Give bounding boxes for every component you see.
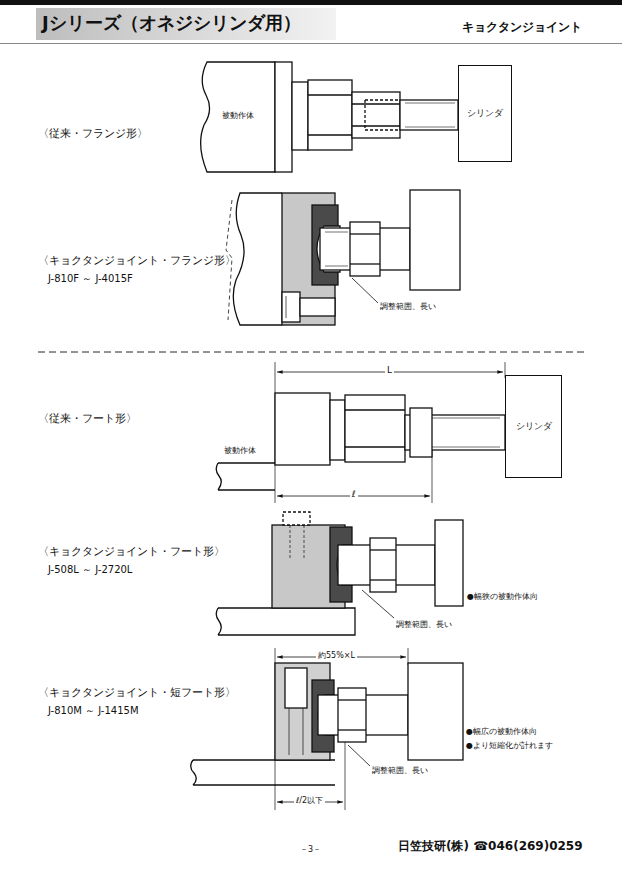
header-rule xyxy=(0,43,622,44)
flange-joint-drawing xyxy=(226,190,460,325)
cylinder-box: シリンダ xyxy=(505,375,562,478)
section-label: 〈キョクタンジョイント・短フート形〉 xyxy=(38,687,236,700)
note-label: ●より短縮化が計れます xyxy=(466,741,553,750)
model-range: J-810M ～ J-1415M xyxy=(48,705,139,717)
separator xyxy=(38,352,585,353)
foot-joint-drawing xyxy=(216,512,463,635)
note-label: ●幅狭の被動作体向 xyxy=(467,592,538,601)
flange-conventional-drawing xyxy=(201,62,458,172)
model-range: J-810F ～ J-4015F xyxy=(48,273,133,285)
dimension-label: ℓ/2以下 xyxy=(294,796,325,805)
section-label: 〈従来・フランジ形〉 xyxy=(38,128,148,141)
model-range: J-508L ～ J-2720L xyxy=(48,564,132,576)
note-label: ●幅広の被動作体向 xyxy=(466,727,537,736)
part-label: 被動作体 xyxy=(222,111,254,120)
callout-label: 調整範囲、長い xyxy=(396,620,452,629)
callout-label: 調整範囲、長い xyxy=(372,766,428,775)
callout-label: 調整範囲、長い xyxy=(380,302,436,311)
dimension-label: ℓ xyxy=(350,489,358,499)
foot-conventional-drawing xyxy=(216,362,505,503)
section-label: 〈キョクタンジョイント・フランジ形〉 xyxy=(38,255,236,268)
footer-contact: 日笠技研(株) ☎046(269)0259 xyxy=(398,840,583,854)
page-title: Jシリーズ（オネジシリンダ用） xyxy=(42,13,301,34)
section-label: 〈従来・フート形〉 xyxy=(38,413,137,426)
header-bar xyxy=(0,0,622,5)
leader-line xyxy=(362,590,394,618)
leader-line xyxy=(348,745,370,766)
page-number: －3－ xyxy=(300,845,321,854)
section-label: 〈キョクタンジョイント・フート形〉 xyxy=(38,546,225,559)
short-foot-joint-drawing xyxy=(191,648,463,810)
part-label: 被動作体 xyxy=(224,446,256,455)
title-band xyxy=(36,8,336,40)
header-label: キョクタンジョイント xyxy=(462,21,582,35)
dimension-label: 約55%×L xyxy=(316,651,357,660)
node-text: シリンダ xyxy=(516,420,552,433)
leader-line xyxy=(352,278,378,303)
node-text: シリンダ xyxy=(467,107,503,120)
dimension-label: L xyxy=(385,365,394,375)
cylinder-box: シリンダ xyxy=(458,65,512,162)
